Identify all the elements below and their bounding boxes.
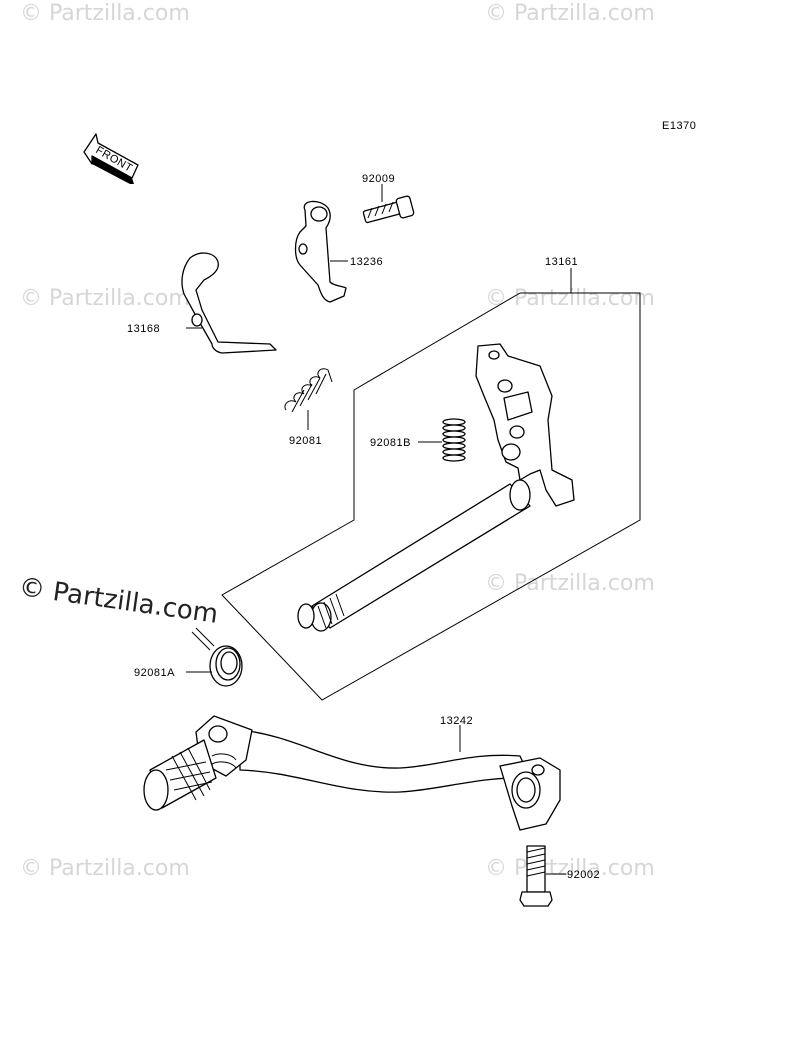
- watermark-text: © Partzilla.com: [485, 856, 655, 881]
- watermark-text: © Partzilla.com: [20, 1, 190, 26]
- spring-92081A: [186, 627, 243, 687]
- shift-shaft-13161: [297, 268, 575, 632]
- bracket-13168: [181, 252, 277, 354]
- bolt-92002: [519, 845, 566, 907]
- label-13242: 13242: [440, 715, 473, 727]
- watermark-text: © Partzilla.com: [20, 286, 190, 311]
- watermark-text: © Partzilla.com: [485, 571, 655, 596]
- shift-pedal-13242: [143, 715, 561, 831]
- label-92009: 92009: [362, 173, 395, 185]
- spring-92081B: [418, 418, 466, 462]
- watermark-text: © Partzilla.com: [485, 286, 655, 311]
- label-92081A: 92081A: [134, 667, 175, 679]
- label-13168: 13168: [127, 323, 160, 335]
- watermark-text: © Partzilla.com: [485, 1, 655, 26]
- bolt-92009: [362, 184, 415, 224]
- label-13236: 13236: [350, 256, 383, 268]
- label-92081: 92081: [289, 435, 322, 447]
- spring-92081: [284, 368, 333, 430]
- label-92002: 92002: [567, 869, 600, 881]
- front-arrow-icon: FRONT: [83, 133, 139, 184]
- assembly-outline: [221, 292, 641, 701]
- label-13161: 13161: [545, 256, 578, 268]
- plate-13236: [294, 200, 348, 303]
- watermark-prominent: © Partzilla.com: [17, 572, 220, 630]
- watermark-layer: © Partzilla.com © Partzilla.com © Partzi…: [17, 1, 655, 881]
- diagram-code: E1370: [662, 120, 696, 132]
- watermark-text: © Partzilla.com: [20, 856, 190, 881]
- label-92081B: 92081B: [370, 437, 411, 449]
